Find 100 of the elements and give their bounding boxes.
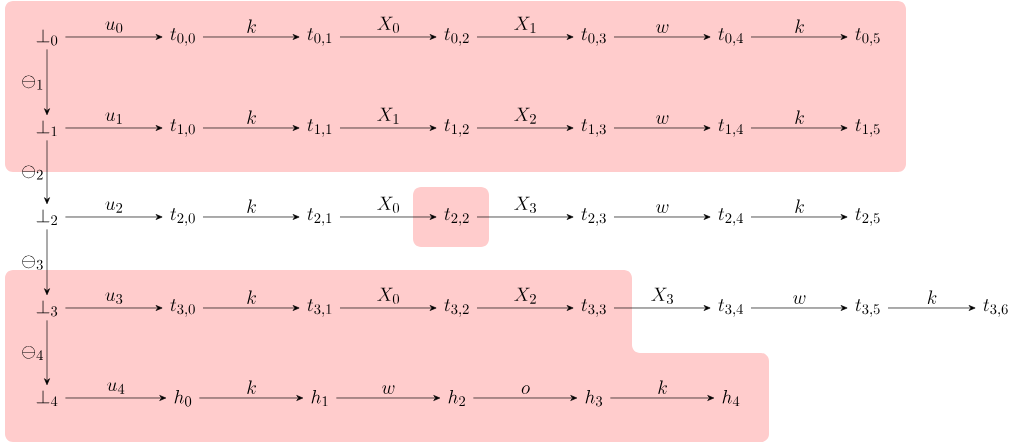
term: $t_{1,2}$ bbox=[444, 119, 469, 137]
edge-label: $k$ bbox=[247, 110, 256, 124]
arrow bbox=[199, 395, 304, 401]
edge-label: $k$ bbox=[927, 290, 937, 304]
arrow bbox=[44, 140, 50, 205]
edge-label: $X_{3}$ bbox=[651, 287, 673, 305]
term: $t_{2,5}$ bbox=[855, 208, 880, 226]
edge-label: $X_{0}$ bbox=[377, 287, 400, 305]
term: $t_{1,1}$ bbox=[307, 119, 332, 137]
term: $t_{2,1}$ bbox=[307, 208, 332, 226]
arrow bbox=[339, 214, 437, 220]
edge-label: $k$ bbox=[795, 110, 804, 124]
edge-label: $w$ bbox=[656, 115, 669, 124]
term: $h_{0}$ bbox=[174, 389, 192, 407]
arrow bbox=[473, 395, 578, 401]
arrow bbox=[613, 125, 711, 131]
arrow bbox=[65, 305, 163, 311]
arrow bbox=[750, 125, 848, 131]
edge-label: $X_{2}$ bbox=[514, 107, 536, 124]
edge-label: $k$ bbox=[247, 290, 256, 304]
edge-label: $u_{2}$ bbox=[105, 201, 123, 213]
edge-label: $X_{1}$ bbox=[514, 16, 536, 33]
edge-label: $u_{3}$ bbox=[105, 292, 123, 305]
term: $t_{0,3}$ bbox=[581, 28, 606, 46]
term: $t_{3,0}$ bbox=[170, 299, 195, 317]
term: $h_{3}$ bbox=[585, 389, 603, 407]
highlight-region bbox=[5, 270, 769, 442]
edge-label: $X_{2}$ bbox=[514, 287, 536, 304]
highlight-region bbox=[413, 187, 489, 247]
term: $t_{0,0}$ bbox=[170, 28, 195, 46]
arrow bbox=[750, 305, 848, 311]
term: $t_{1,3}$ bbox=[581, 119, 606, 137]
edge-label: $X_{0}$ bbox=[377, 16, 400, 34]
arrow bbox=[610, 395, 715, 401]
edge-label: $w$ bbox=[382, 385, 395, 394]
term: $t_{3,5}$ bbox=[855, 299, 880, 317]
arrow bbox=[750, 214, 848, 220]
term: $t_{1,4}$ bbox=[718, 119, 743, 137]
arrow bbox=[44, 49, 50, 116]
edge-label: $k$ bbox=[658, 380, 667, 394]
term: $\perp_{1}$ bbox=[36, 120, 57, 137]
edge-label: $u_{0}$ bbox=[105, 21, 123, 34]
edge-label: $\ominus_{4}$ bbox=[22, 345, 43, 361]
term: $h_{2}$ bbox=[448, 389, 465, 407]
arrow bbox=[613, 305, 711, 311]
arrow bbox=[65, 395, 167, 401]
edge-label: $X_{1}$ bbox=[377, 107, 399, 124]
arrow bbox=[44, 320, 50, 386]
arrow bbox=[202, 34, 300, 40]
arrow bbox=[339, 125, 437, 131]
arrow bbox=[476, 125, 574, 131]
edge-label: $w$ bbox=[793, 295, 806, 304]
arrow bbox=[44, 229, 50, 296]
edge-label: $o$ bbox=[521, 385, 530, 394]
term: $t_{0,1}$ bbox=[307, 28, 332, 46]
edge-label: $k$ bbox=[795, 19, 804, 33]
edge-label: $w$ bbox=[656, 24, 669, 33]
term: $t_{0,2}$ bbox=[444, 28, 469, 46]
arrow bbox=[476, 34, 574, 40]
arrow bbox=[339, 34, 437, 40]
term: $t_{2,4}$ bbox=[718, 208, 743, 226]
edge-label: $u_{4}$ bbox=[107, 382, 125, 394]
term: $t_{3,2}$ bbox=[444, 299, 469, 317]
edge-label: $\ominus_{2}$ bbox=[22, 165, 43, 180]
term: $t_{2,3}$ bbox=[581, 208, 606, 226]
term: $t_{1,0}$ bbox=[170, 119, 195, 137]
edge-label: $\ominus_{3}$ bbox=[22, 255, 43, 270]
arrow bbox=[65, 125, 163, 131]
term: $h_{4}$ bbox=[722, 389, 740, 407]
term: $\perp_{4}$ bbox=[36, 390, 58, 407]
arrow bbox=[202, 125, 300, 131]
term: $t_{0,5}$ bbox=[855, 28, 880, 46]
arrow bbox=[339, 305, 437, 311]
edge-label: $k$ bbox=[247, 380, 256, 394]
term: $t_{3,4}$ bbox=[718, 299, 743, 317]
arrow bbox=[65, 34, 163, 40]
term: $t_{1,5}$ bbox=[855, 119, 880, 137]
arrow bbox=[336, 395, 441, 401]
term: $t_{2,0}$ bbox=[170, 208, 195, 226]
edge-label: $k$ bbox=[795, 199, 804, 213]
arrow bbox=[476, 305, 574, 311]
edge-label: $\ominus_{1}$ bbox=[22, 75, 43, 90]
edge-label: $X_{0}$ bbox=[377, 196, 400, 214]
arrow bbox=[887, 305, 976, 311]
edge-label: $u_{1}$ bbox=[105, 112, 122, 124]
term: $t_{3,6}$ bbox=[983, 299, 1008, 317]
term: $t_{3,1}$ bbox=[307, 299, 332, 317]
term: $h_{1}$ bbox=[311, 389, 328, 407]
term: $\perp_{2}$ bbox=[36, 209, 58, 226]
edge-label: $X_{3}$ bbox=[514, 196, 536, 214]
term: $\perp_{3}$ bbox=[36, 300, 58, 317]
edge-label: $w$ bbox=[656, 204, 669, 213]
arrow bbox=[613, 214, 711, 220]
term: $t_{2,2}$ bbox=[444, 208, 469, 226]
term: $t_{0,4}$ bbox=[718, 28, 743, 46]
arrow bbox=[750, 34, 848, 40]
arrow bbox=[202, 305, 300, 311]
edge-label: $k$ bbox=[247, 199, 256, 213]
edge-label: $k$ bbox=[247, 19, 256, 33]
term: $t_{3,3}$ bbox=[581, 299, 606, 317]
